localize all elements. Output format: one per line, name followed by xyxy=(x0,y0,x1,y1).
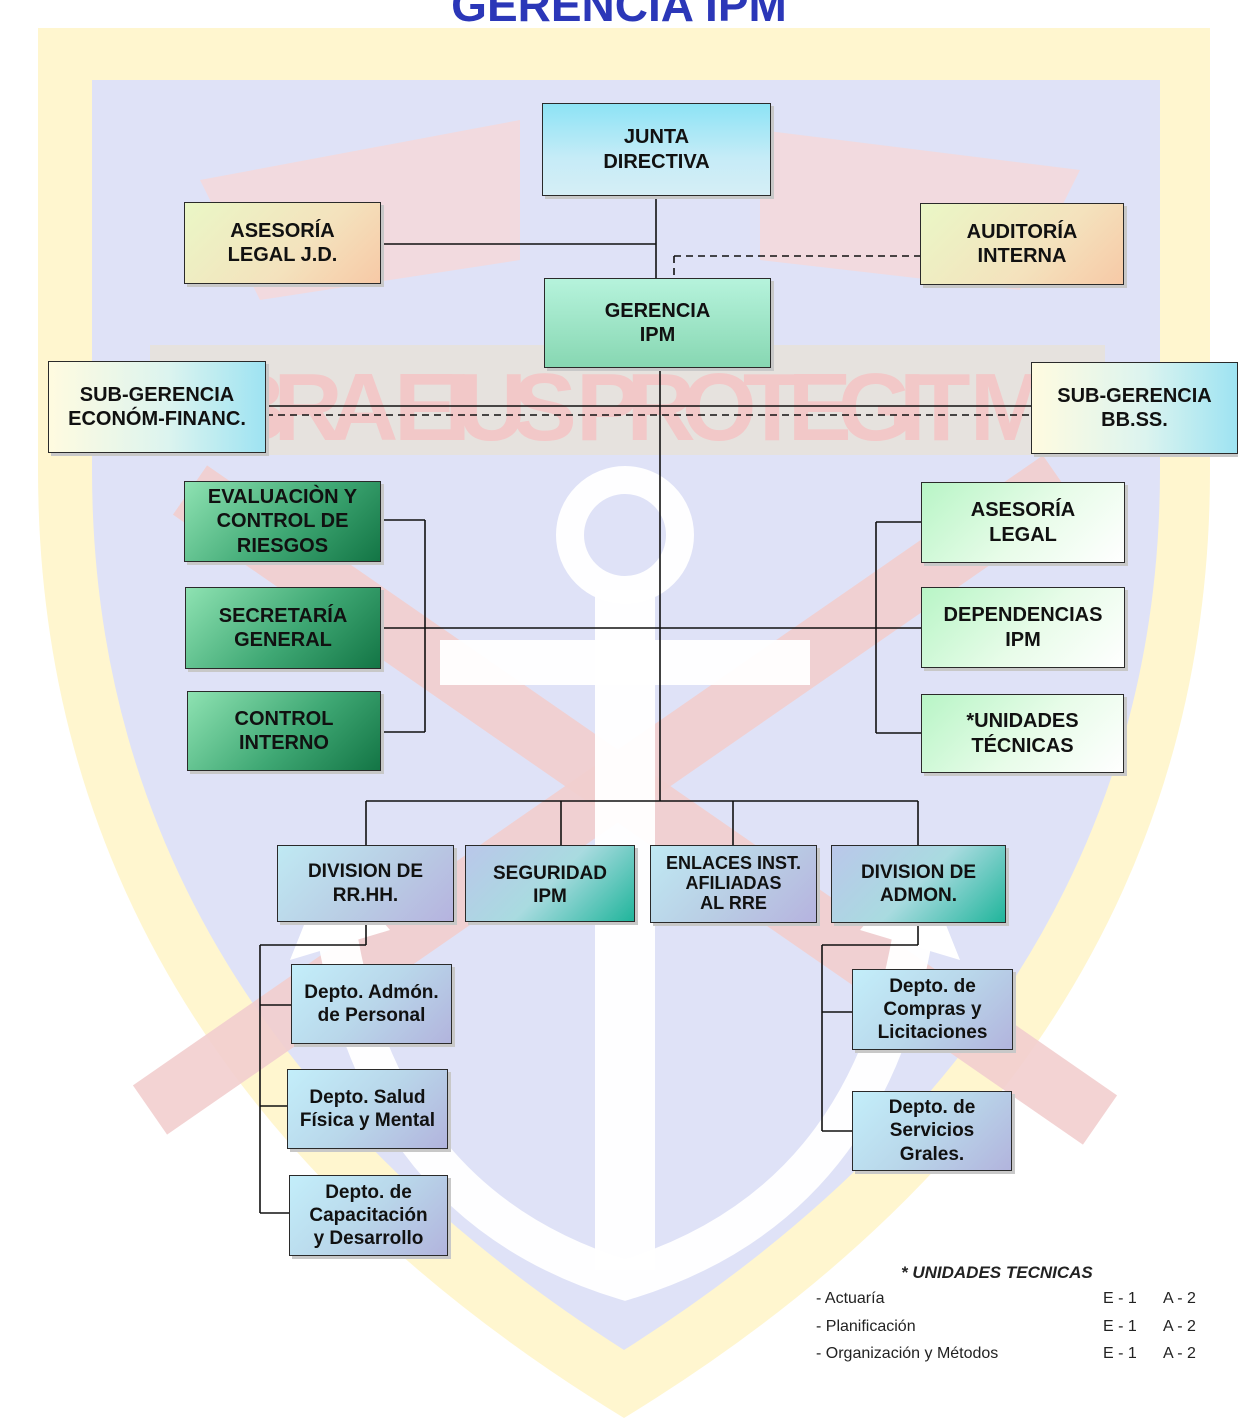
unidades-tecnicas-label: *UNIDADES TÉCNICAS xyxy=(966,710,1079,757)
seguridad-ipm-label: SEGURIDAD IPM xyxy=(492,863,607,908)
legend-item-name: - Planificación xyxy=(816,1318,916,1335)
evaluacion-riesgos-box[interactable]: EVALUACIÒN Y CONTROL DE RIESGOS xyxy=(184,481,381,562)
control-interno-label: CONTROL INTERNO xyxy=(234,707,334,754)
depto-admon-personal-box[interactable]: Depto. Admón. de Personal xyxy=(291,964,452,1044)
secretaria-general-box[interactable]: SECRETARÍA GENERAL xyxy=(185,587,381,669)
control-interno-box[interactable]: CONTROL INTERNO xyxy=(187,691,381,771)
depto-servicios-label: Depto. de Servicios Grales. xyxy=(888,1097,976,1165)
depto-servicios-box[interactable]: Depto. de Servicios Grales. xyxy=(852,1091,1012,1171)
unidades-tecnicas-box[interactable]: *UNIDADES TÉCNICAS xyxy=(921,694,1124,773)
legend-item-e: E - 1 xyxy=(1103,1318,1137,1335)
dependencias-ipm-label: DEPENDENCIAS IPM xyxy=(943,604,1103,651)
asesoria-legal-label: ASESORÍA LEGAL xyxy=(970,499,1076,546)
legend-item-a: A - 2 xyxy=(1163,1318,1196,1335)
asesoria-legal-jd-box[interactable]: ASESORÍA LEGAL J.D. xyxy=(184,202,381,284)
enlaces-box[interactable]: ENLACES INST. AFILIADAS AL RRE xyxy=(650,845,817,923)
depto-admon-personal-label: Depto. Admón. de Personal xyxy=(304,981,439,1026)
legend-item-name: - Organización y Métodos xyxy=(816,1345,999,1362)
legend-item-e: E - 1 xyxy=(1103,1345,1137,1362)
legend-item-a: A - 2 xyxy=(1163,1345,1196,1362)
auditoria-interna-box[interactable]: AUDITORÍA INTERNA xyxy=(920,203,1124,285)
depto-salud-label: Depto. Salud Física y Mental xyxy=(299,1086,436,1131)
depto-capacitacion-label: Depto. de Capacitación y Desarrollo xyxy=(309,1181,428,1250)
legend-title: * UNIDADES TECNICAS xyxy=(901,1263,1093,1282)
depto-compras-label: Depto. de Compras y Licitaciones xyxy=(877,975,988,1044)
asesoria-legal-jd-label: ASESORÍA LEGAL J.D. xyxy=(227,219,338,266)
division-rrhh-box[interactable]: DIVISION DE RR.HH. xyxy=(277,845,454,922)
legend-row: - Actuaría E - 1 A - 2 xyxy=(816,1290,1206,1312)
legend-item-a: A - 2 xyxy=(1163,1290,1196,1307)
dependencias-ipm-box[interactable]: DEPENDENCIAS IPM xyxy=(921,587,1125,668)
depto-capacitacion-box[interactable]: Depto. de Capacitación y Desarrollo xyxy=(289,1175,448,1256)
junta-directiva-label: JUNTA DIRECTIVA xyxy=(603,126,710,173)
sub-gerencia-bbss-box[interactable]: SUB-GERENCIA BB.SS. xyxy=(1031,362,1238,454)
watermark-motto: LIBRA EIUS PROTEGIT ME xyxy=(160,354,1100,461)
legend-item-name: - Actuaría xyxy=(816,1290,885,1307)
enlaces-label: ENLACES INST. AFILIADAS AL RRE xyxy=(665,853,802,913)
legend-row: - Organización y Métodos E - 1 A - 2 xyxy=(816,1345,1206,1367)
junta-directiva-box[interactable]: JUNTA DIRECTIVA xyxy=(542,103,771,196)
sub-gerencia-econ-label: SUB-GERENCIA ECONÓM-FINANC. xyxy=(68,383,246,430)
secretaria-general-label: SECRETARÍA GENERAL xyxy=(218,604,348,651)
auditoria-interna-label: AUDITORÍA INTERNA xyxy=(966,220,1078,267)
depto-salud-box[interactable]: Depto. Salud Física y Mental xyxy=(287,1069,448,1149)
legend-item-e: E - 1 xyxy=(1103,1290,1137,1307)
sub-gerencia-econ-box[interactable]: SUB-GERENCIA ECONÓM-FINANC. xyxy=(48,361,266,453)
chart-title: GERENCIA IPM xyxy=(451,0,787,31)
legend-row: - Planificación E - 1 A - 2 xyxy=(816,1318,1206,1340)
gerencia-ipm-box[interactable]: GERENCIA IPM xyxy=(544,278,771,368)
division-rrhh-label: DIVISION DE RR.HH. xyxy=(307,861,424,906)
gerencia-ipm-label: GERENCIA IPM xyxy=(604,299,711,346)
asesoria-legal-box[interactable]: ASESORÍA LEGAL xyxy=(921,482,1125,563)
seguridad-ipm-box[interactable]: SEGURIDAD IPM xyxy=(465,845,635,922)
evaluacion-riesgos-label: EVALUACIÒN Y CONTROL DE RIESGOS xyxy=(207,485,358,557)
division-admon-box[interactable]: DIVISION DE ADMON. xyxy=(831,845,1006,923)
depto-compras-box[interactable]: Depto. de Compras y Licitaciones xyxy=(852,969,1013,1050)
sub-gerencia-bbss-label: SUB-GERENCIA BB.SS. xyxy=(1057,384,1212,431)
division-admon-label: DIVISION DE ADMON. xyxy=(860,861,977,906)
